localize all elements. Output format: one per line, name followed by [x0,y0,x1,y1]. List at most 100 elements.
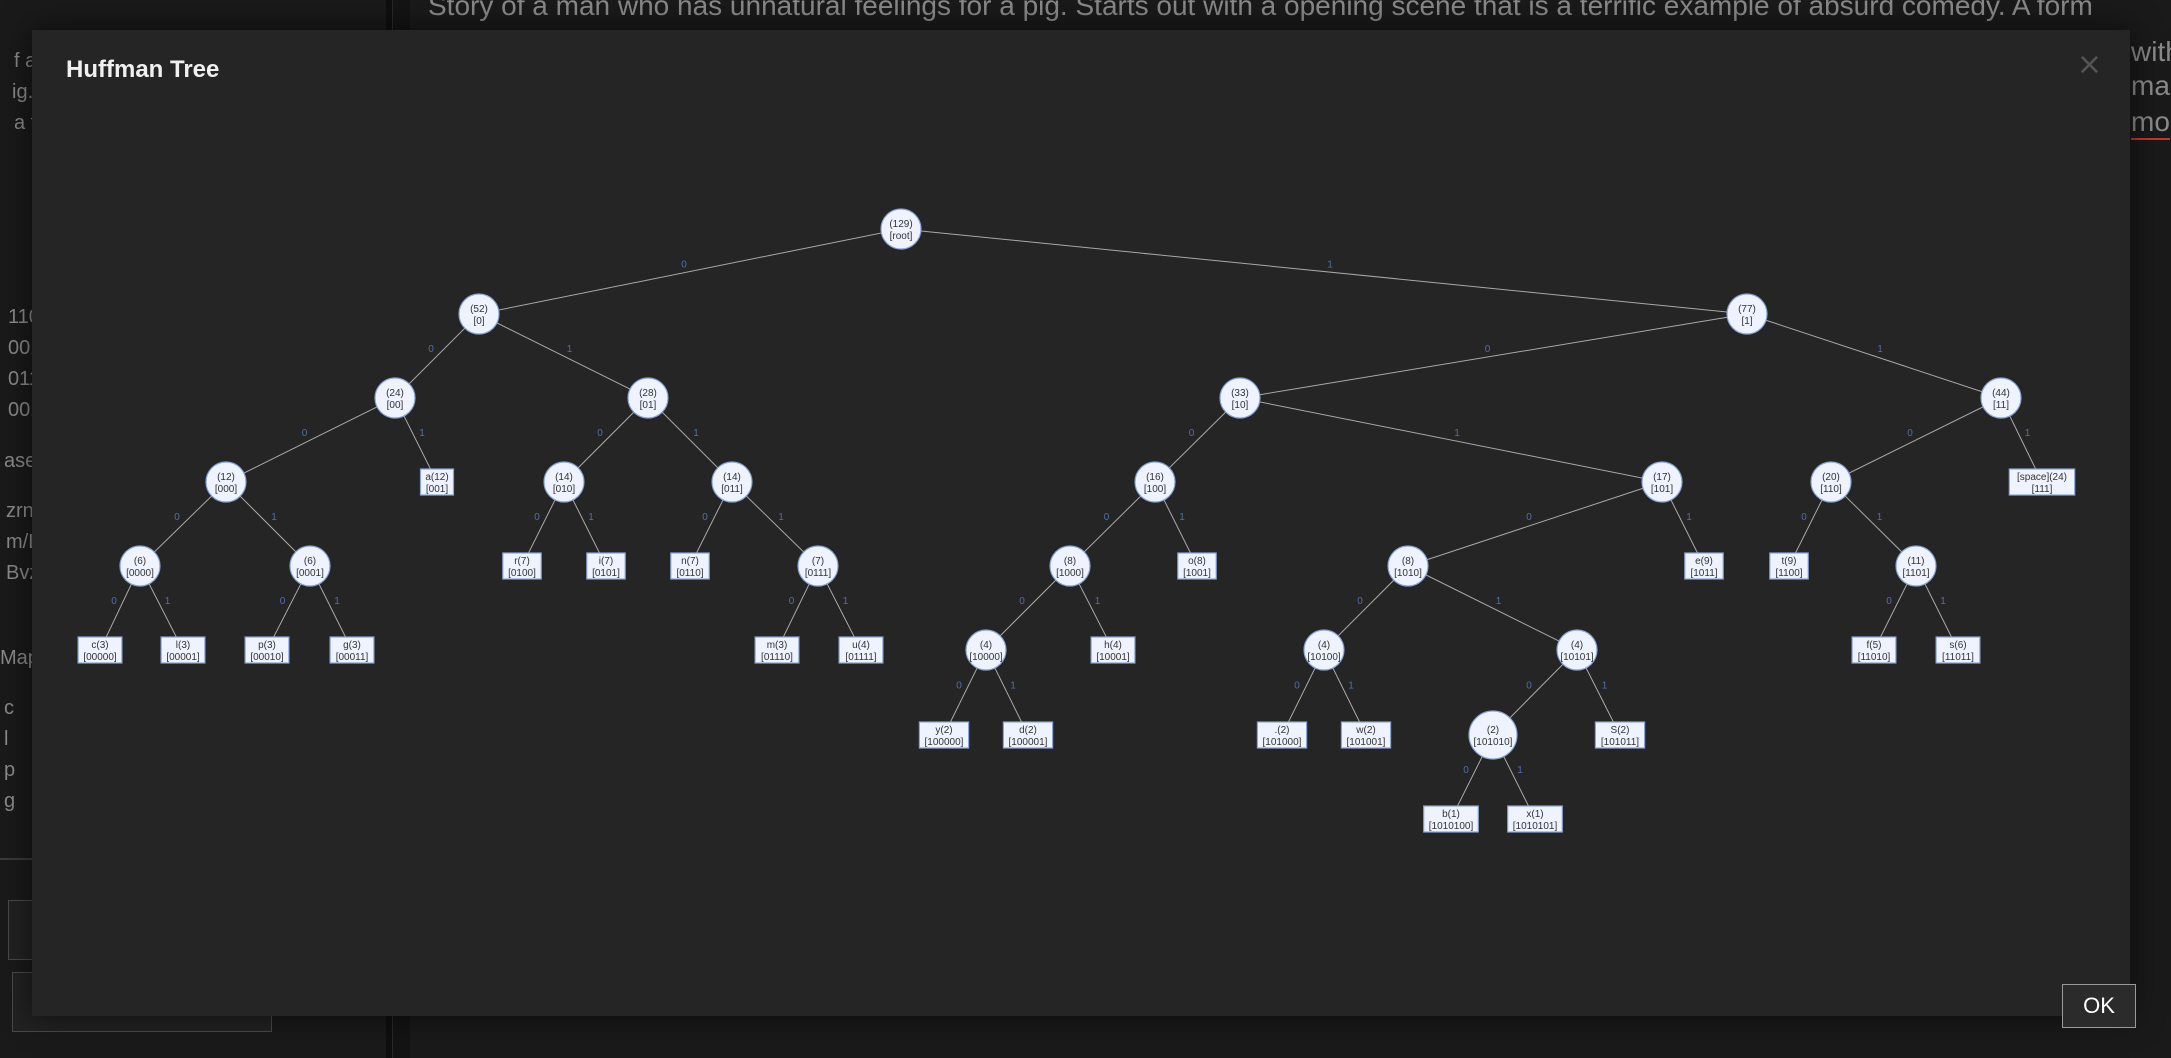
node-count-label: e(9) [1695,556,1713,567]
edge-label: 0 [428,344,434,355]
node-circle [289,545,331,587]
edge-label: 0 [1526,512,1532,523]
node-count-label: x(1) [1526,809,1543,820]
node-count-label: (8) [1402,556,1414,567]
node-circle [1726,293,1768,335]
tree-edge [1407,565,1578,651]
tree-edge [1407,481,1663,567]
node-count-label: f(5) [1867,640,1882,651]
edge-label: 0 [302,428,308,439]
tree-internal-node: (33)[10] [1219,377,1261,419]
node-code-label: [10100] [1307,652,1341,663]
description-line-1: Story of a man who has unnatural feeling… [428,0,2093,21]
left-text-fragment: 011 [8,368,40,390]
tree-internal-node: (4)[10000] [965,629,1007,671]
node-circle [711,461,753,503]
edge-label: 1 [588,512,594,523]
node-code-label: [11011] [1942,652,1974,663]
more-link[interactable]: mo [2131,106,2170,140]
edge-label: 1 [693,428,699,439]
node-code-label: [0] [473,316,484,327]
node-box [1851,636,1897,664]
node-code-label: [10] [1232,400,1249,411]
edge-label: 0 [1189,428,1195,439]
node-box [586,552,626,580]
tree-internal-node: (16)[100] [1134,461,1176,503]
node-code-label: [100] [1144,484,1166,495]
edge-label: 0 [534,512,540,523]
tree-leaf-node: a(12)[001] [419,468,455,496]
node-code-label: [001] [426,484,448,495]
left-text-fragment: c [4,697,14,719]
node-count-label: (12) [217,472,235,483]
tree-internal-node: (28)[01] [627,377,669,419]
tree-internal-node: (2)[101010] [1468,710,1518,760]
edge-label: 1 [567,344,573,355]
node-code-label: [00000] [83,652,117,663]
edge-label: 1 [334,596,340,607]
tree-internal-node: (20)[110] [1810,461,1852,503]
node-count-label: (20) [1822,472,1840,483]
dialog-title: Huffman Tree [66,56,220,83]
node-count-label: (17) [1653,472,1671,483]
edge-label: 0 [174,512,180,523]
node-code-label: [101000] [1263,737,1302,748]
node-code-label: [010] [553,484,575,495]
node-circle [880,208,922,250]
node-count-label: (6) [134,556,146,567]
left-text-fragment: g [4,790,16,812]
node-box [160,636,206,664]
node-code-label: [1000] [1056,568,1084,579]
node-box [1507,805,1563,833]
node-circle [1219,377,1261,419]
tree-leaf-node: i(7)[0101] [586,552,626,580]
edge-label: 1 [1602,681,1608,692]
node-count-label: (7) [812,556,824,567]
tree-internal-node: (129)[root] [880,208,922,250]
node-count-label: b(1) [1442,809,1460,820]
edge-label: 0 [681,260,687,271]
node-circle [543,461,585,503]
edge-label: 1 [419,428,425,439]
tree-leaf-node: l(3)[00001] [160,636,206,664]
node-circle [797,545,839,587]
node-count-label: (4) [980,640,992,651]
node-code-label: [01111] [845,652,876,663]
edge-label: 0 [280,596,286,607]
node-count-label: (14) [723,472,741,483]
node-count-label: y(2) [935,725,952,736]
node-count-label: (33) [1231,388,1249,399]
edge-label: 1 [1327,260,1333,271]
tree-leaf-node: c(3)[00000] [77,636,123,664]
node-box [1256,721,1308,749]
node-code-label: [0000] [126,568,154,579]
node-circle [627,377,669,419]
close-icon[interactable]: × [2076,47,2102,82]
edge-label: 1 [1095,596,1101,607]
tree-internal-node: (44)[11] [1980,377,2022,419]
node-code-label: [100000] [925,737,964,748]
edge-label: 0 [702,512,708,523]
node-count-label: (11) [1907,556,1924,567]
node-code-label: [011] [721,484,743,495]
ok-button[interactable]: OK [2062,984,2136,1028]
node-code-label: [10001] [1096,652,1130,663]
node-code-label: [11] [1993,400,2009,411]
node-box [1594,721,1646,749]
edge-label: 0 [1294,681,1300,692]
edge-label: 1 [1348,681,1354,692]
node-count-label: (77) [1738,304,1756,315]
tree-edge [1746,313,2002,399]
edge-label: 1 [778,512,784,523]
description-fragment: with [2131,36,2171,67]
edge-label: 1 [1496,596,1502,607]
tree-internal-node: (6)[0000] [119,545,161,587]
edge-label: 0 [597,428,603,439]
node-box [2008,468,2076,496]
node-box [1002,721,1054,749]
node-count-label: (4) [1318,640,1330,651]
edge-label: 1 [1940,596,1946,607]
node-count-label: u(4) [852,640,870,651]
edge-label: 1 [165,596,171,607]
